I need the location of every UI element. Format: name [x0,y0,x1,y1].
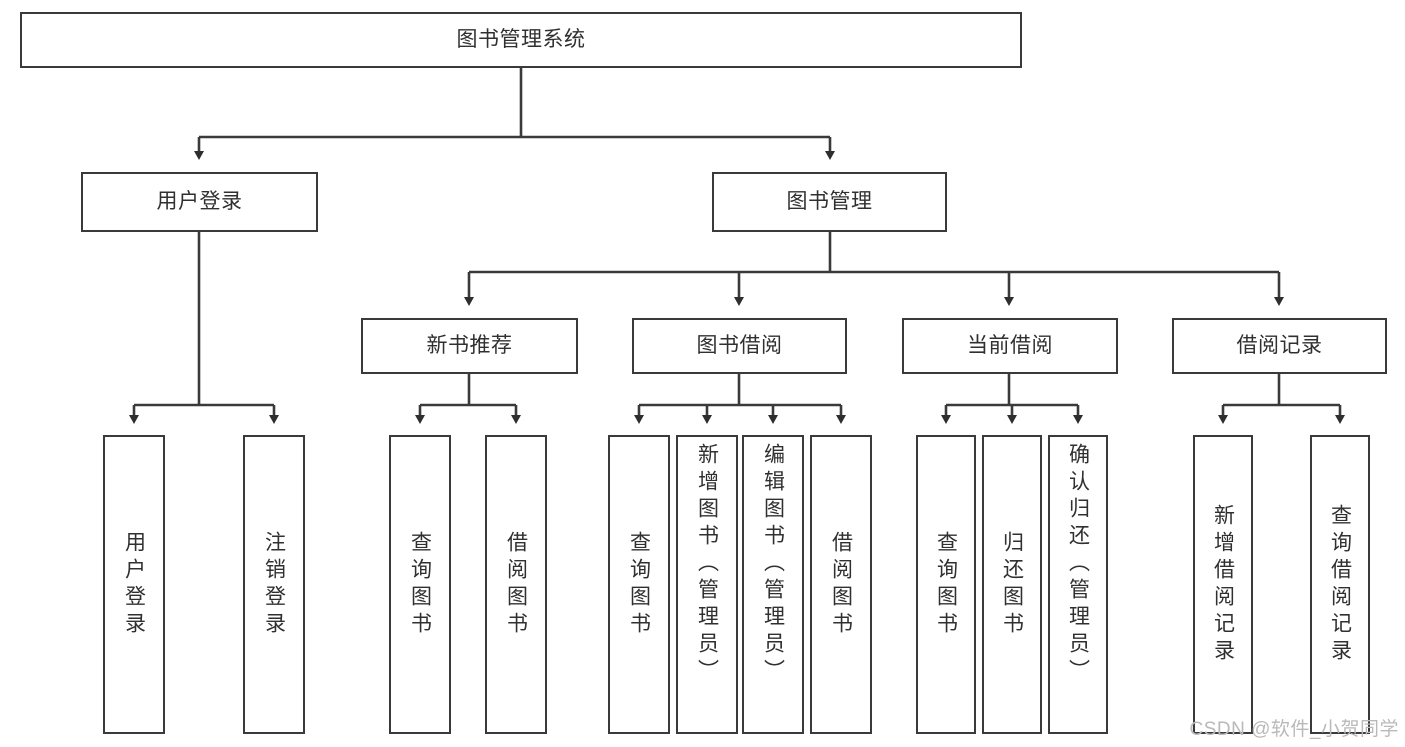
node-label: 查询图书 [627,530,651,639]
node-label: 归还图书 [1000,530,1024,639]
node-user-login[interactable]: 用户登录 [81,172,318,232]
node-leaf-confirm-return-admin[interactable]: 确认归还（管理员） [1048,435,1108,734]
node-label: 图书管理系统 [456,28,586,52]
node-label: 新增借阅记录 [1211,503,1235,666]
node-label: 借阅记录 [1236,334,1323,358]
node-label: 编辑图书（管理员） [761,443,785,686]
node-label: 借阅图书 [504,530,528,639]
node-leaf-add-borrow-record[interactable]: 新增借阅记录 [1193,435,1253,734]
node-label: 查询图书 [408,530,432,639]
node-root-system[interactable]: 图书管理系统 [20,12,1022,68]
node-label: 图书管理 [786,190,873,214]
node-label: 新书推荐 [426,334,513,358]
node-current-borrow[interactable]: 当前借阅 [902,318,1118,374]
node-leaf-return-book[interactable]: 归还图书 [982,435,1042,734]
node-leaf-query-book-3[interactable]: 查询图书 [916,435,976,734]
node-label: 查询图书 [934,530,958,639]
node-leaf-edit-book-admin[interactable]: 编辑图书（管理员） [742,435,804,734]
node-leaf-logout[interactable]: 注销登录 [243,435,305,734]
watermark-credit: CSDN @软件_小贺同学 [1189,719,1399,740]
node-leaf-borrow-book-1[interactable]: 借阅图书 [485,435,547,734]
node-leaf-user-login[interactable]: 用户登录 [103,435,165,734]
node-borrow-record[interactable]: 借阅记录 [1172,318,1387,374]
node-leaf-query-book-2[interactable]: 查询图书 [608,435,670,734]
node-label: 用户登录 [156,190,243,214]
node-leaf-borrow-book-2[interactable]: 借阅图书 [810,435,872,734]
node-leaf-query-borrow-record[interactable]: 查询借阅记录 [1310,435,1370,734]
node-book-borrow[interactable]: 图书借阅 [632,318,847,374]
node-label: 借阅图书 [829,530,853,639]
node-label: 图书借阅 [696,334,783,358]
node-label: 当前借阅 [967,334,1053,358]
node-leaf-query-book-1[interactable]: 查询图书 [389,435,451,734]
node-label: 新增图书（管理员） [695,443,719,686]
node-label: 确认归还（管理员） [1066,443,1090,686]
node-new-book-recommend[interactable]: 新书推荐 [361,318,578,374]
node-leaf-add-book-admin[interactable]: 新增图书（管理员） [676,435,738,734]
node-label: 查询借阅记录 [1328,503,1352,666]
node-book-manage[interactable]: 图书管理 [712,172,947,232]
node-label: 用户登录 [122,530,146,639]
node-label: 注销登录 [262,530,286,639]
